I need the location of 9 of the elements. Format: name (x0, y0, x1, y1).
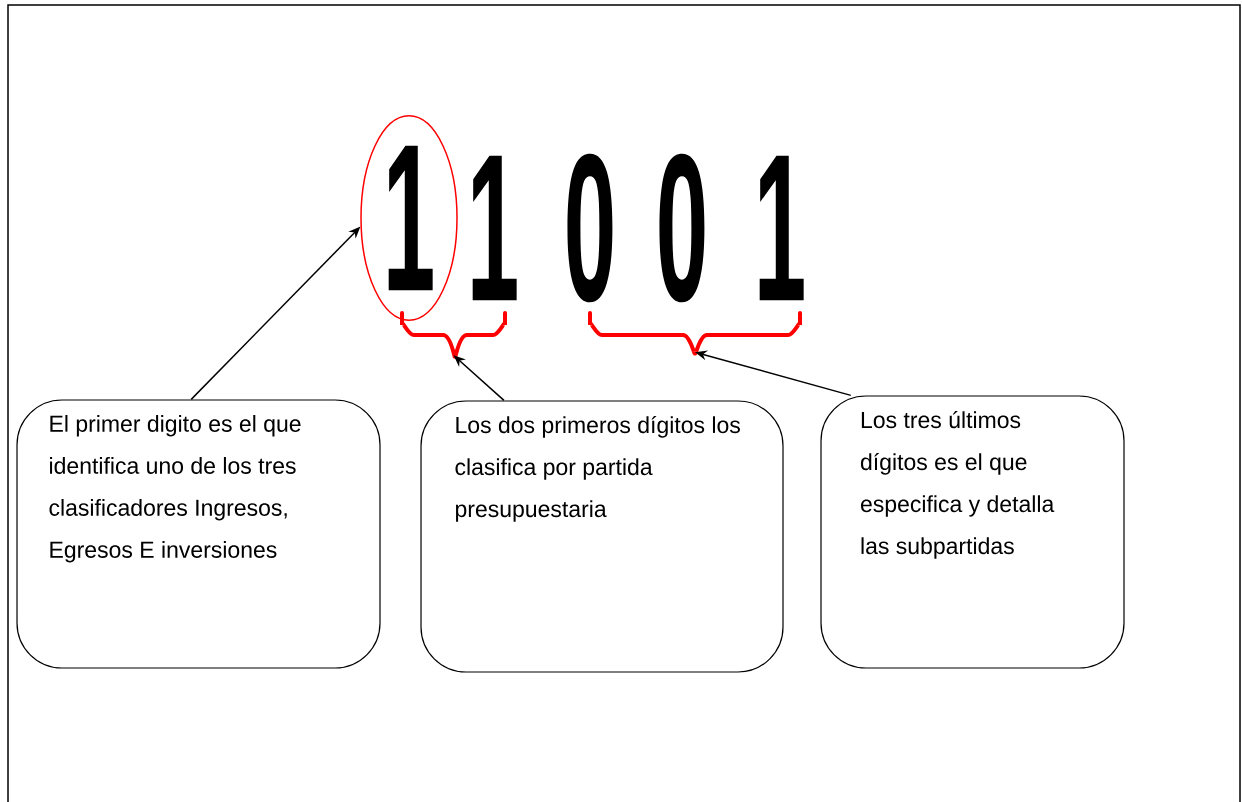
digit: 0 (567, 153, 613, 303)
text-box: El primer digito es el que identifica uno de los tres clasificadores Ingresos, Egresos E inversiones (16, 399, 381, 669)
text-box: Los dos primeros dígitos los clasifica por partida presupuestaria (420, 400, 784, 673)
curly-brace (588, 311, 802, 356)
digit: 1 (472, 155, 517, 301)
digit: 1 (759, 155, 804, 301)
digit: 0 (659, 153, 705, 303)
text-box: Los tres últimos dígitos es el que especifica y detalla las subpartidas (820, 395, 1125, 669)
curly-brace (400, 311, 507, 359)
